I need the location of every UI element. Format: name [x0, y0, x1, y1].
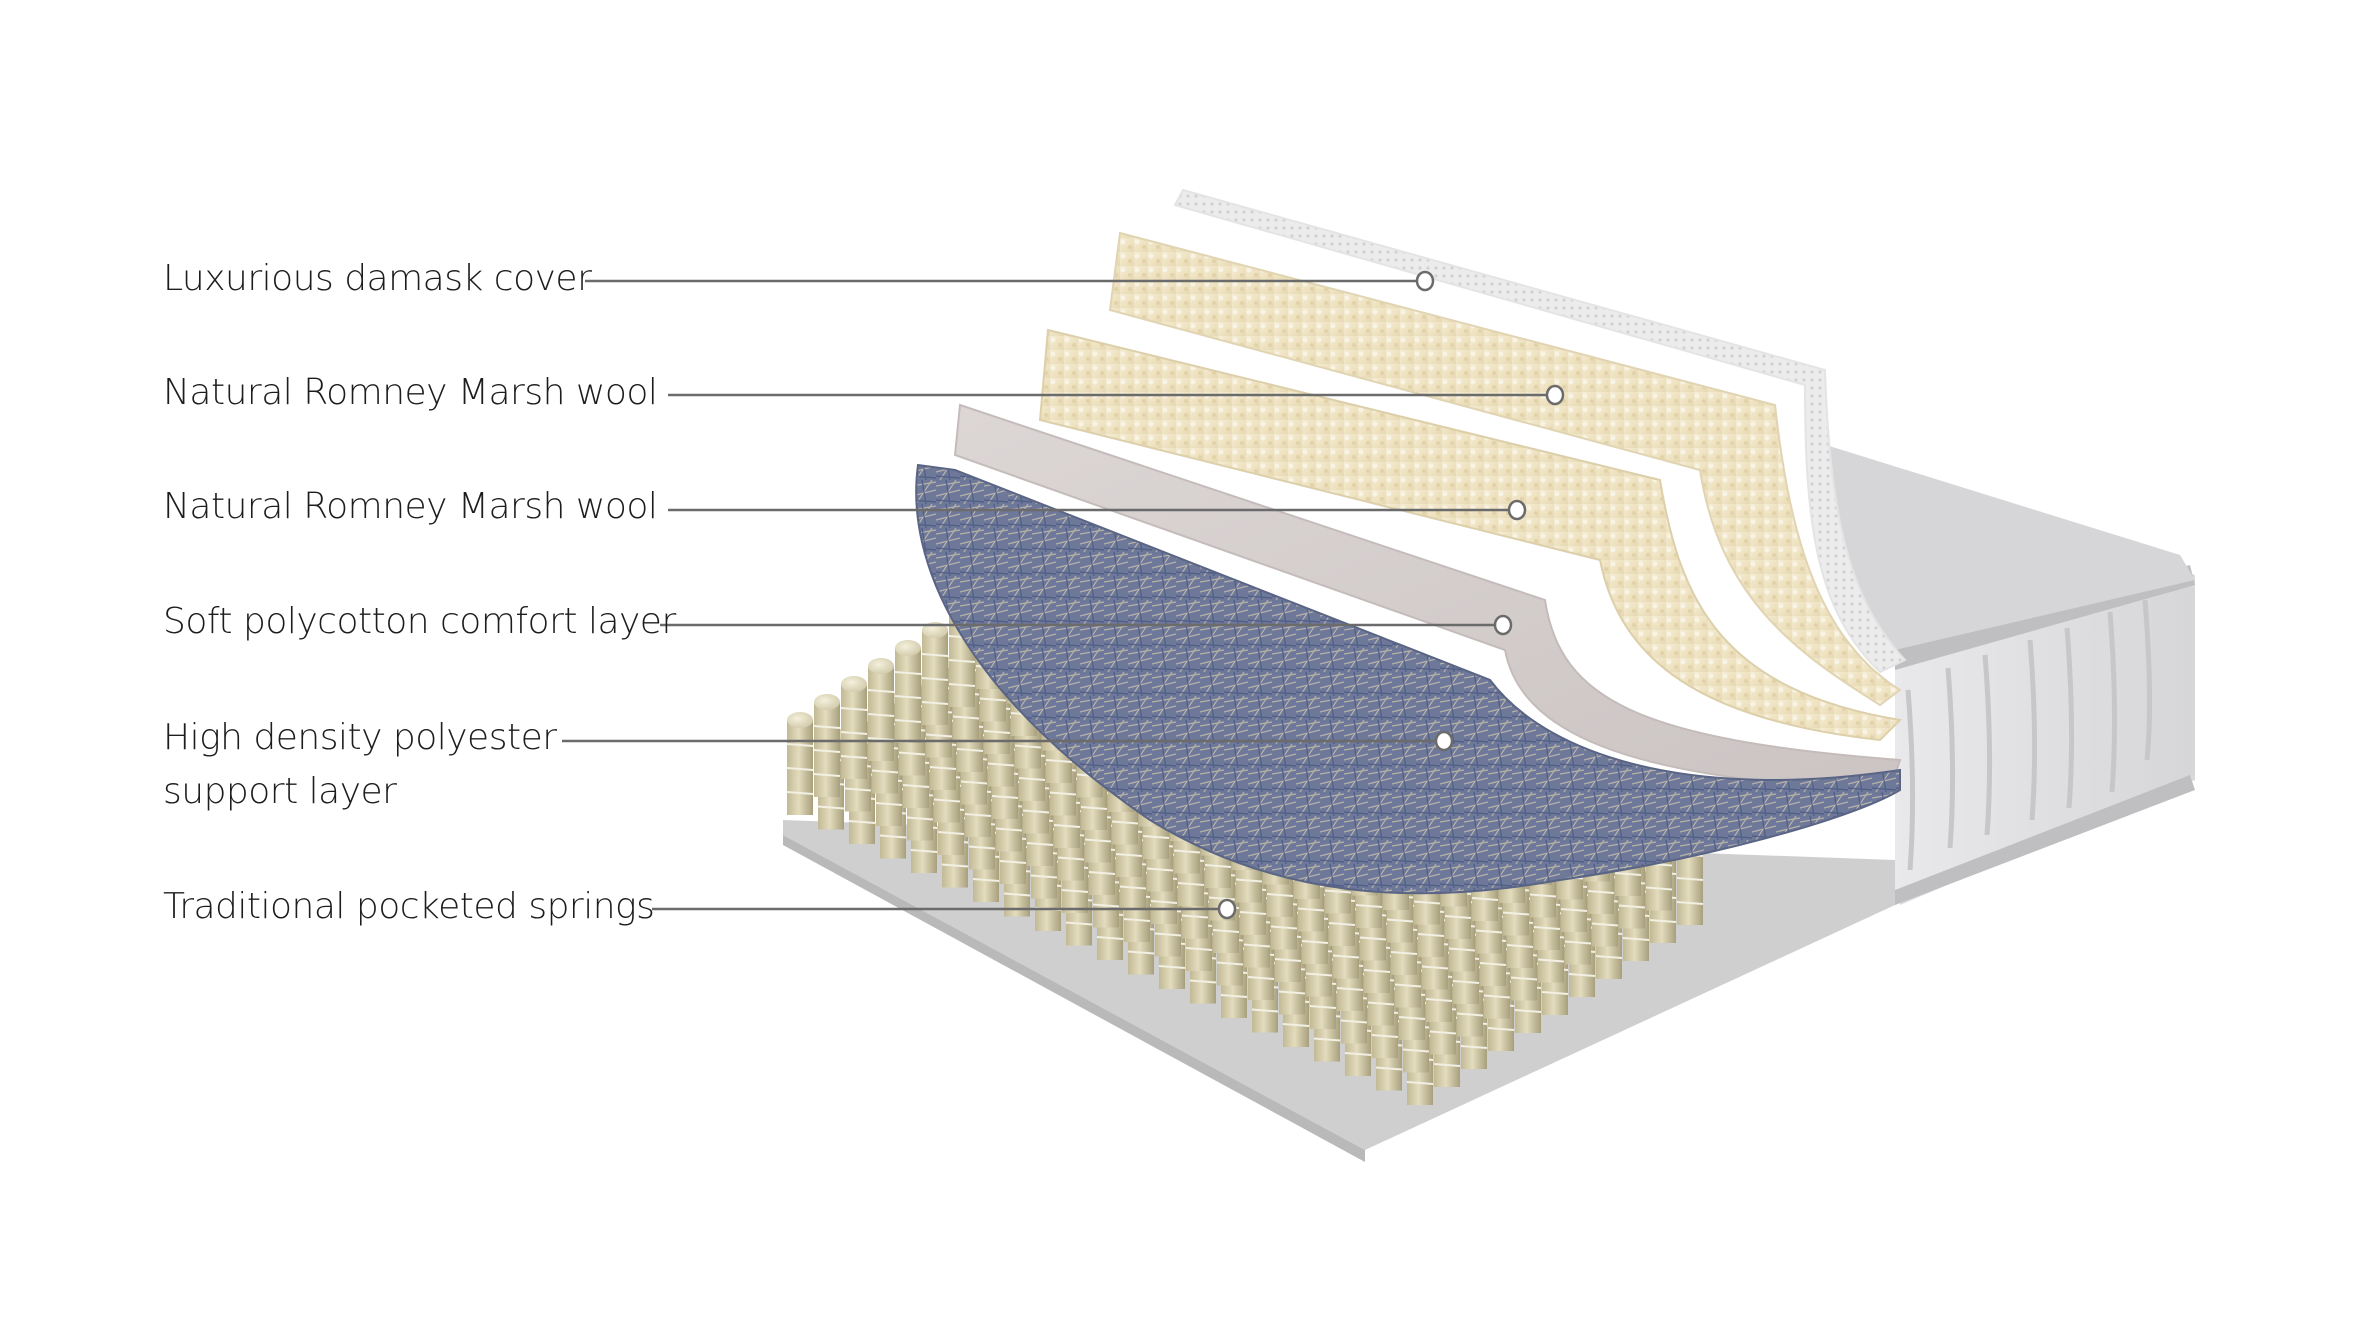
label-polyester-support: High density polyester support layer	[163, 711, 557, 819]
damask-cover-layer	[1173, 188, 1907, 674]
label-damask-cover: Luxurious damask cover	[163, 252, 592, 306]
callout-dot-wool1	[1545, 384, 1565, 406]
label-text: Natural Romney Marsh wool	[163, 372, 658, 413]
label-text: Luxurious damask cover	[163, 258, 592, 299]
leader-lines	[562, 270, 1565, 920]
label-pocketed-springs: Traditional pocketed springs	[163, 880, 655, 934]
wool-layer-2	[1038, 328, 1903, 742]
wool-layer-1	[1108, 231, 1902, 707]
polyester-support-layer	[915, 463, 1901, 895]
callout-dot-polyester	[1434, 730, 1454, 752]
label-polycotton-comfort: Soft polycotton comfort layer	[163, 595, 676, 649]
label-romney-wool-1: Natural Romney Marsh wool	[163, 366, 658, 420]
label-text: Natural Romney Marsh wool	[163, 486, 658, 527]
callout-dot-polycotton	[1493, 614, 1513, 636]
label-text-line-2: support layer	[163, 771, 397, 812]
label-text: Soft polycotton comfort layer	[163, 601, 676, 642]
label-text-line-1: High density polyester	[163, 717, 557, 758]
callout-dot-cover	[1415, 270, 1435, 292]
callout-dot-springs	[1217, 898, 1237, 920]
mattress-side-panel	[1810, 440, 2195, 905]
callout-dot-wool2	[1507, 499, 1527, 521]
label-romney-wool-2: Natural Romney Marsh wool	[163, 480, 658, 534]
label-text: Traditional pocketed springs	[163, 886, 655, 927]
